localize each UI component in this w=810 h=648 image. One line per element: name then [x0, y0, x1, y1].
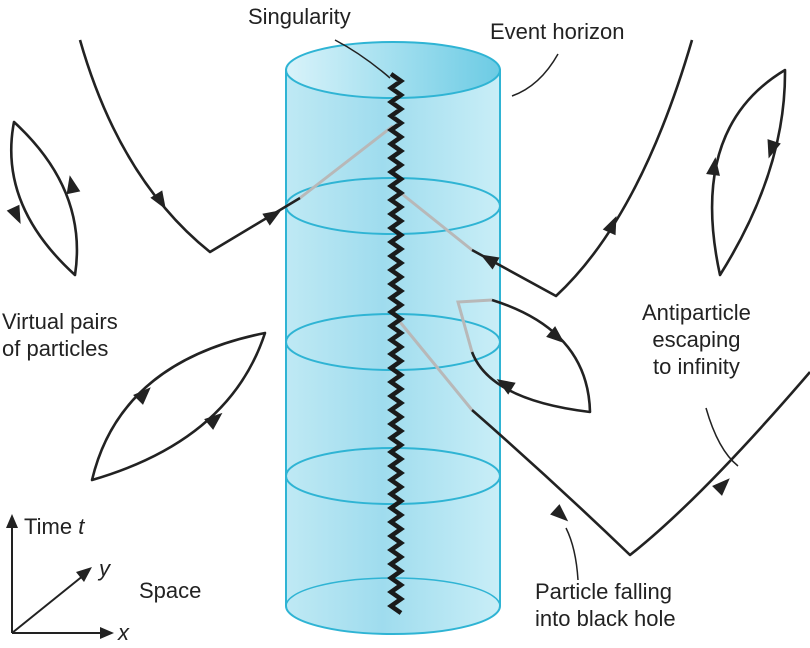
pair-left-top — [10, 120, 79, 277]
antiparticle-line2: escaping — [652, 326, 741, 352]
arrow-pair-center-right-a — [546, 326, 565, 344]
label-singularity: Singularity — [248, 4, 351, 31]
pair-right-top — [710, 68, 787, 277]
label-time-axis: Time t — [24, 514, 84, 541]
singularity-line — [387, 72, 405, 615]
antiparticle-line3: to infinity — [653, 353, 740, 379]
label-x-axis: x — [118, 620, 129, 647]
arrow-trajectory-top-left-b — [262, 210, 282, 226]
pair-center-right — [470, 298, 592, 414]
x-axis-arrow — [100, 627, 114, 639]
label-antiparticle: Antiparticle escaping to infinity — [642, 300, 751, 380]
coordinate-axes — [6, 514, 114, 639]
interior-path-top — [299, 124, 394, 200]
arrow-pair-left-bottom-b — [204, 412, 223, 430]
arrow-pair-left-top-down — [6, 204, 21, 224]
trajectory-top-left — [78, 39, 301, 254]
trajectory-bottom — [471, 371, 810, 557]
leader-particle-falling — [565, 527, 579, 581]
singularity-text: Singularity — [248, 4, 351, 29]
leader-singularity — [334, 39, 391, 79]
interior-path-mid — [396, 188, 473, 252]
interior-path-low — [398, 321, 474, 411]
space-text: Space — [139, 578, 202, 603]
particle-falling-line2: into black hole — [535, 605, 676, 631]
arrow-trajectory-top-right-a — [480, 254, 500, 270]
world-lines — [10, 39, 810, 557]
arrow-pair-left-bottom-a — [133, 387, 151, 405]
arrow-trajectory-top-left-a — [150, 190, 166, 210]
interior-paths — [299, 124, 493, 411]
arrow-trajectory-bottom-b — [712, 478, 730, 496]
interior-pair-branch — [456, 298, 493, 353]
label-virtual-pairs: Virtual pairs of particles — [2, 309, 118, 363]
pair-left-bottom — [90, 331, 267, 482]
arrow-pair-left-top-up — [66, 175, 81, 195]
time-word: Time — [24, 514, 73, 539]
y-axis-line — [11, 574, 85, 634]
time-axis-text: Time t — [24, 514, 84, 541]
label-space: Space — [139, 578, 201, 605]
arrow-pair-right-top-a — [706, 157, 720, 176]
antiparticle-line1: Antiparticle — [642, 300, 751, 325]
time-axis-arrow — [6, 514, 18, 528]
leader-lines — [334, 39, 739, 581]
leader-event-horizon — [511, 53, 559, 97]
virtual-pairs-line1: Virtual pairs — [2, 309, 118, 334]
arrow-pair-center-right-b — [496, 379, 516, 395]
y-axis-arrow — [76, 567, 92, 582]
arrow-trajectory-top-right-b — [602, 215, 617, 236]
virtual-pairs-line2: of particles — [2, 335, 109, 361]
label-particle-falling: Particle falling into black hole — [535, 579, 676, 633]
event-horizon-text: Event horizon — [490, 19, 625, 44]
time-variable: t — [78, 514, 85, 539]
label-event-horizon: Event horizon — [490, 19, 625, 46]
particle-falling-line1: Particle falling — [535, 579, 672, 604]
x-axis-text: x — [118, 620, 129, 645]
arrow-pair-right-top-b — [767, 139, 781, 159]
label-y-axis: y — [99, 556, 110, 583]
trajectory-top-right — [471, 39, 694, 298]
arrowheads — [6, 139, 781, 522]
leader-antiparticle — [705, 407, 739, 467]
arrow-trajectory-bottom-a — [550, 504, 569, 522]
y-axis-text: y — [99, 556, 110, 581]
